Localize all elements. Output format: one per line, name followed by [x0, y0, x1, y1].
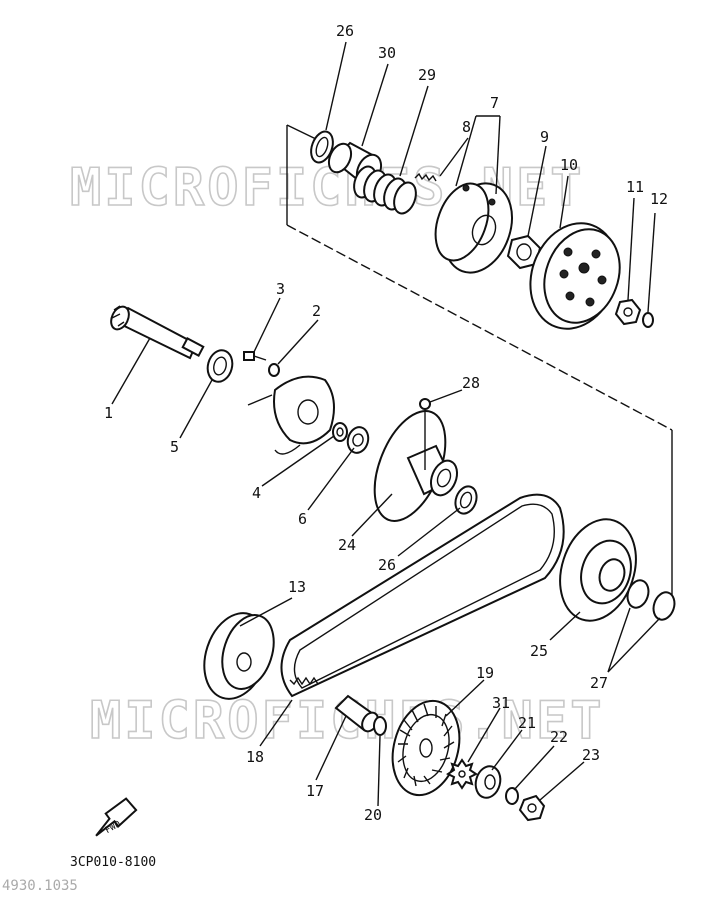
callout-5: 5 [170, 438, 179, 456]
v-belt [280, 493, 565, 698]
leader-lines [111, 41, 661, 807]
guide-pin [419, 398, 431, 470]
diagram-code: 3CP010-8100 [70, 855, 156, 870]
washer [332, 422, 348, 442]
kick-axle-shaft [110, 305, 205, 360]
clutch-carrier-assembly [434, 182, 513, 274]
callout-11: 11 [626, 178, 644, 196]
clutch-shoe-spring [414, 172, 437, 182]
callout-19: 19 [476, 664, 494, 682]
callout-7: 7 [490, 94, 499, 112]
callout-17: 17 [306, 782, 324, 800]
callout-30: 30 [378, 44, 396, 62]
o-ring-small [642, 312, 654, 328]
callout-27: 27 [590, 674, 608, 692]
oil-seal-top [310, 130, 334, 164]
primary-collar [334, 694, 379, 733]
callout-6: 6 [298, 510, 307, 528]
primary-washer [373, 716, 387, 736]
callout-22: 22 [550, 728, 568, 746]
callout-29: 29 [418, 66, 436, 84]
bearing [206, 349, 234, 383]
callout-2: 2 [312, 302, 321, 320]
secondary-sliding-sheave [559, 518, 637, 622]
bolt [243, 351, 267, 361]
callout-21: 21 [518, 714, 536, 732]
clutch-housing [529, 222, 621, 330]
kick-gear-plate [247, 375, 335, 455]
callout-31: 31 [492, 694, 510, 712]
callout-28: 28 [462, 374, 480, 392]
callout-24: 24 [338, 536, 356, 554]
end-washer [505, 787, 519, 805]
callout-13: 13 [288, 578, 306, 596]
washer-small [268, 363, 280, 377]
bearing-secondary [346, 426, 370, 454]
callout-25: 25 [530, 642, 548, 660]
callout-8: 8 [462, 118, 471, 136]
callout-9: 9 [540, 128, 549, 146]
callout-1: 1 [104, 404, 113, 422]
callout-26-top: 26 [336, 22, 354, 40]
callout-20: 20 [364, 806, 382, 824]
secondary-fixed-sheave [373, 410, 459, 522]
compression-spring [353, 165, 417, 215]
footer-code: 4930.1035 [2, 878, 78, 894]
primary-sliding-sheave [203, 612, 275, 700]
callout-12: 12 [650, 190, 668, 208]
housing-nut [614, 298, 642, 326]
callout-23: 23 [582, 746, 600, 764]
end-nut [518, 794, 546, 822]
assembly-bracket [286, 124, 673, 600]
oil-seal-lower [454, 485, 478, 515]
callout-4: 4 [252, 484, 261, 502]
fwd-arrow: FWD [95, 797, 138, 837]
o-rings [626, 579, 676, 621]
starter-ratchet [474, 765, 502, 799]
callout-18: 18 [246, 748, 264, 766]
callout-labels: 26 30 29 7 8 9 10 11 12 3 2 1 5 4 6 24 2… [104, 22, 668, 824]
callout-10: 10 [560, 156, 578, 174]
callout-26-lower: 26 [378, 556, 396, 574]
callout-3: 3 [276, 280, 285, 298]
star-washer [446, 758, 478, 790]
primary-fixed-sheave-fan [391, 699, 461, 797]
